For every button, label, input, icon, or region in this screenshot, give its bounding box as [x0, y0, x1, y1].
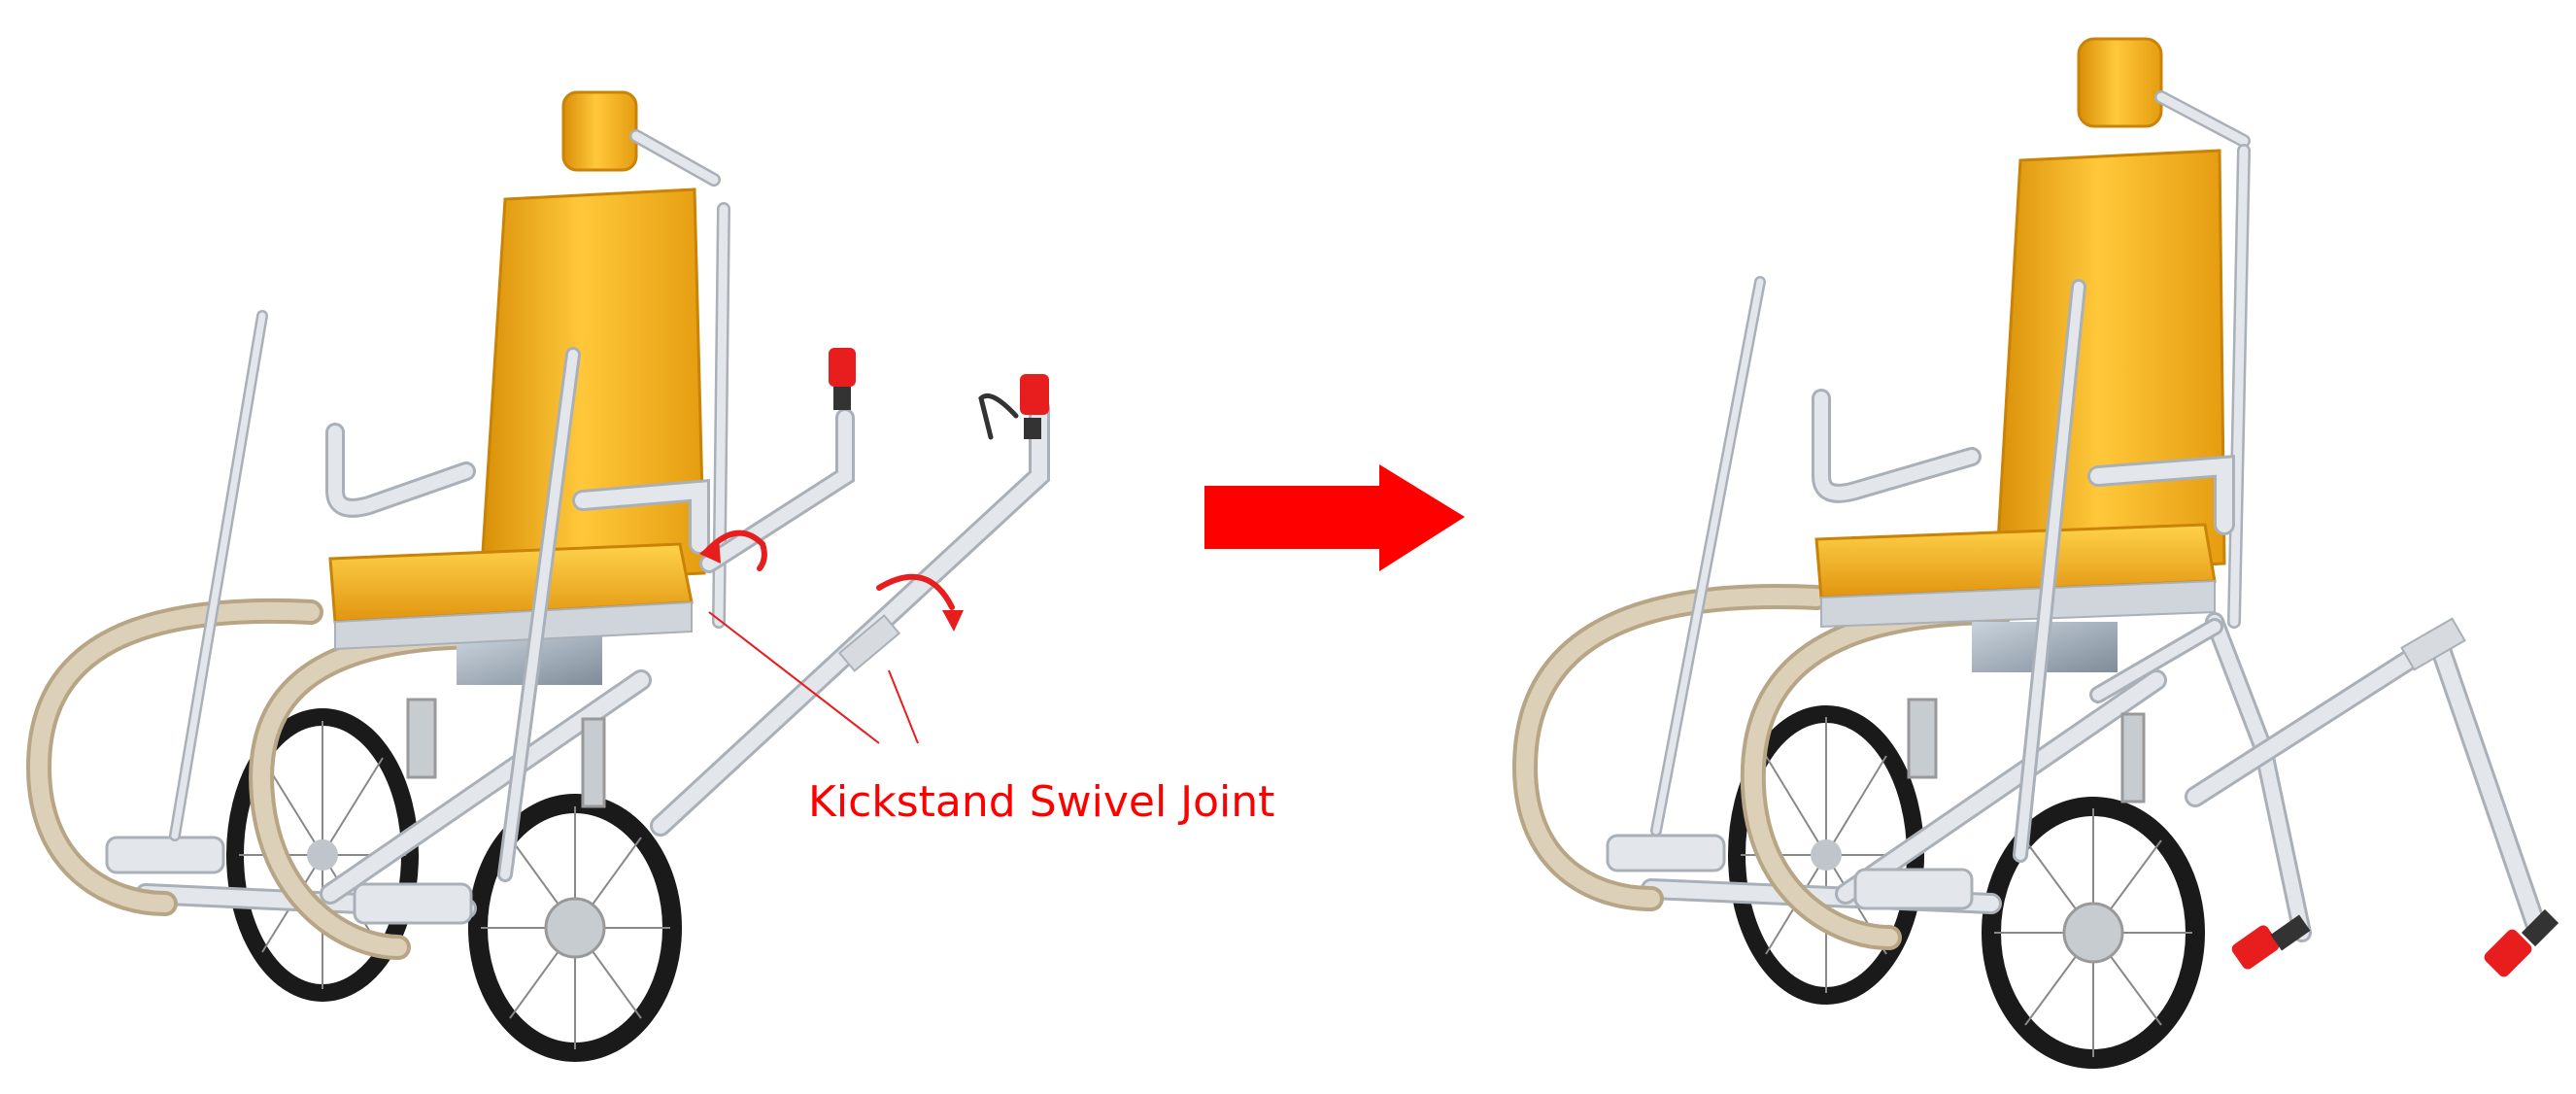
left-seat-back	[481, 92, 724, 622]
left-kickstand-handle-2	[1020, 374, 1049, 415]
right-lower-frame	[1608, 680, 2156, 908]
wheelchair-deployed-kickstand	[1525, 39, 2559, 1059]
right-kickstand-arms	[2098, 619, 2559, 979]
right-kickstand-handle-2	[2482, 909, 2559, 979]
wheelchair-folded-kickstand	[39, 92, 1049, 1052]
left-kickstand-handle-1	[829, 348, 856, 387]
right-arrow-icon	[1204, 464, 1465, 571]
right-kickstand-handle-1	[2229, 914, 2310, 971]
kickstand-swivel-joint-label: Kickstand Swivel Joint	[808, 777, 1274, 827]
